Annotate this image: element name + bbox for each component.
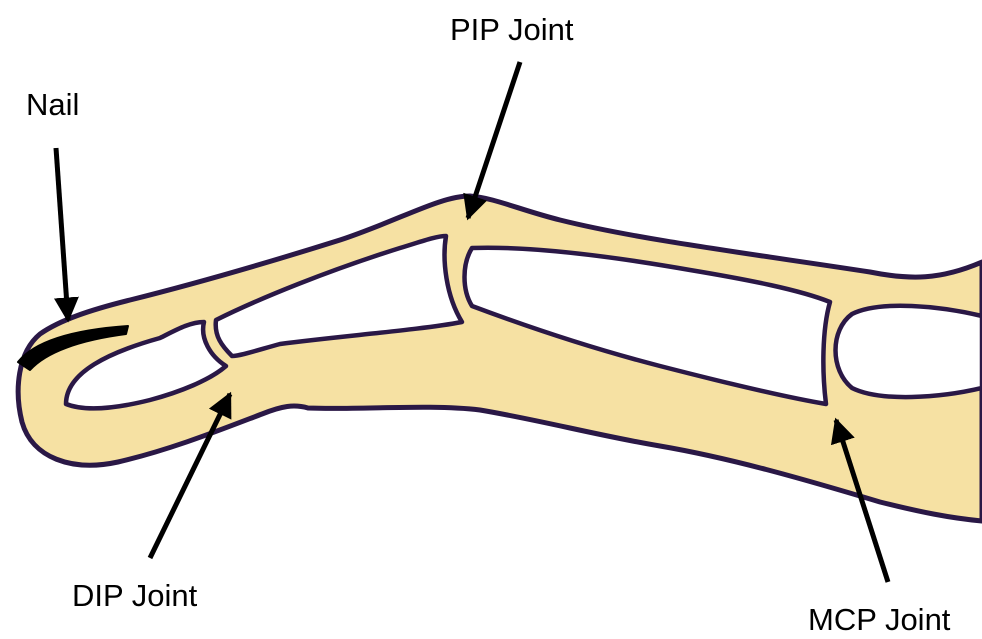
metacarpal-head: [836, 306, 982, 397]
nail-label: Nail: [26, 87, 79, 122]
dip-joint-label: DIP Joint: [72, 578, 198, 613]
pip-joint-label: PIP Joint: [450, 12, 574, 47]
mcp-joint-label: MCP Joint: [808, 602, 951, 637]
nail-arrow: [56, 148, 68, 320]
pip-joint-arrow: [468, 62, 520, 218]
